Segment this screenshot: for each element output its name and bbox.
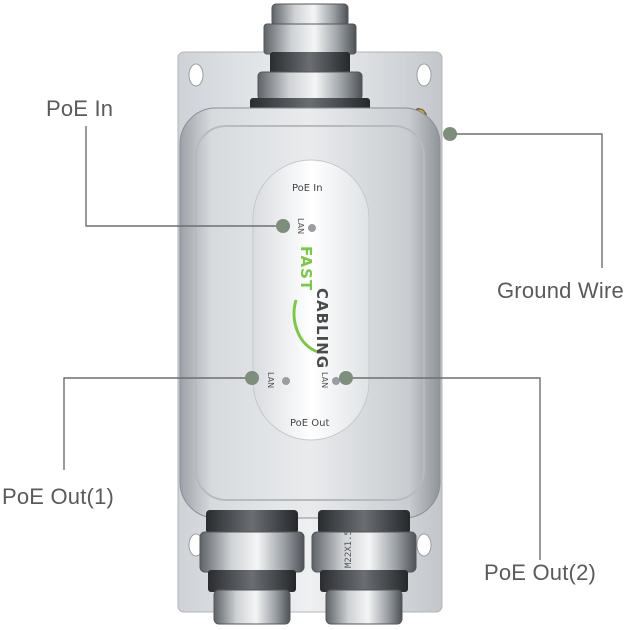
lan-label-out-right: LAN <box>320 372 329 389</box>
gland-marking: M22X1.5 <box>344 530 354 568</box>
callout-line-poe-out-2 <box>346 377 541 560</box>
callout-label-poe-out-1: PoE Out(1) <box>2 484 115 509</box>
callout-dot-poe-in <box>276 219 290 233</box>
callout-label-poe-out-2: PoE Out(2) <box>484 560 597 585</box>
callout-line-poe-in <box>85 126 282 227</box>
bottom-cable-gland-left <box>199 510 305 625</box>
callout-line-ground-wire <box>450 133 603 268</box>
callout-dots <box>245 127 457 385</box>
callout-dot-poe-out-1 <box>245 371 259 385</box>
brand-swoosh-icon <box>292 299 319 354</box>
callout-dot-ground-wire <box>443 127 457 141</box>
panel-label-poe-out: PoE Out <box>290 418 330 429</box>
callout-label-poe-in: PoE In <box>46 96 114 121</box>
brand-logo-part1: FAST <box>297 246 315 292</box>
callout-dot-poe-out-2 <box>339 371 353 385</box>
callout-line-poe-out-1 <box>63 377 252 470</box>
lan-label-in: LAN <box>296 218 305 235</box>
panel-label-poe-in: PoE In <box>292 183 323 194</box>
led-poe-out-2 <box>332 377 340 385</box>
led-poe-in <box>308 224 316 232</box>
lan-label-out-left: LAN <box>266 372 275 389</box>
enclosure-body <box>179 107 441 519</box>
led-poe-out-1 <box>282 377 290 385</box>
brand-logo-part2: CABLING <box>313 288 331 370</box>
top-cable-gland <box>250 3 370 112</box>
callout-lines <box>63 126 603 560</box>
bottom-cable-gland-right <box>311 510 417 625</box>
callout-label-ground-wire: Ground Wire <box>497 278 624 303</box>
